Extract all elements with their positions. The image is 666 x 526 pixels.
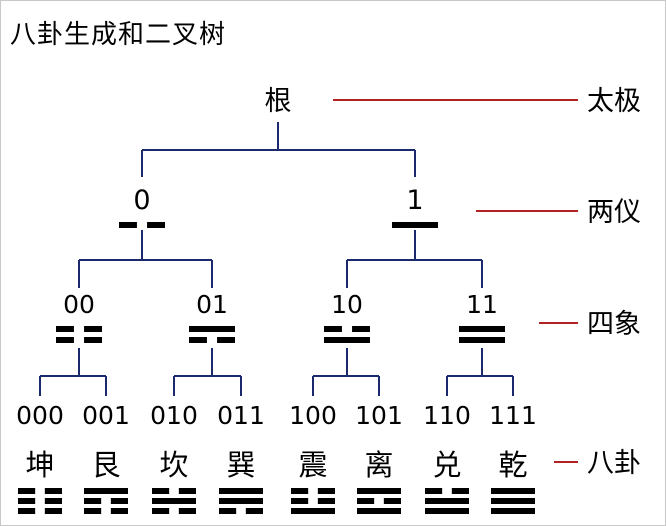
trigram-name-101: 离	[364, 448, 393, 482]
level2-node-10: 10	[331, 290, 363, 319]
level3-node-001: 001	[82, 401, 130, 430]
level2-bars-11	[459, 326, 505, 343]
trigram-bars-011	[219, 488, 263, 514]
level1-bars-0	[119, 222, 165, 228]
trigram-bars-010	[152, 488, 196, 514]
level2-node-11: 11	[466, 290, 498, 319]
level2-bars-10	[324, 326, 370, 343]
level3-node-101: 101	[355, 401, 403, 430]
trigram-name-100: 震	[298, 448, 327, 482]
trigram-name-000: 坤	[25, 448, 54, 482]
level3-node-011: 011	[217, 401, 265, 430]
trigram-name-010: 坎	[159, 448, 188, 482]
root-node-label: 根	[265, 86, 292, 117]
trigram-bars-000	[18, 488, 62, 514]
level1-bars-1	[392, 222, 438, 228]
trigram-name-111: 乾	[498, 448, 527, 482]
trigram-bars-101	[357, 488, 401, 514]
level-label-2: 四象	[587, 309, 641, 340]
trigram-name-001: 艮	[91, 448, 120, 482]
trigram-name-011: 巽	[226, 448, 255, 482]
level-label-1: 两仪	[587, 197, 641, 228]
level2-bars-01	[189, 326, 235, 343]
level3-node-100: 100	[289, 401, 337, 430]
level3-node-110: 110	[423, 401, 471, 430]
trigram-bars-100	[291, 488, 335, 514]
level-label-3: 八卦	[587, 448, 641, 479]
level3-node-111: 111	[489, 401, 537, 430]
level2-node-01: 01	[196, 290, 228, 319]
trigram-bars-110	[425, 488, 469, 514]
level2-node-00: 00	[63, 290, 95, 319]
level1-node-1: 1	[406, 185, 423, 216]
trigram-bars-001	[84, 488, 128, 514]
level3-node-000: 000	[16, 401, 64, 430]
trigram-bars-111	[491, 488, 535, 514]
level3-node-010: 010	[150, 401, 198, 430]
level-label-0: 太极	[587, 86, 641, 117]
trigram-name-110: 兑	[432, 448, 461, 482]
level1-node-0: 0	[133, 185, 150, 216]
page-title: 八卦生成和二叉树	[10, 20, 227, 50]
level2-bars-00	[56, 326, 102, 343]
